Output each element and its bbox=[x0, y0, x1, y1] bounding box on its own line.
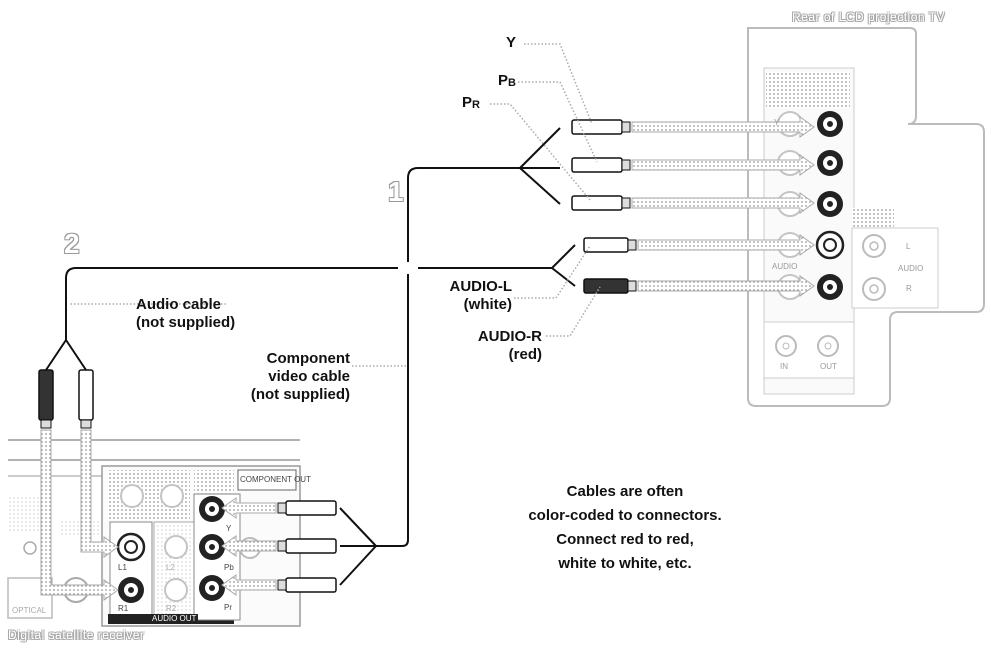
receiver-audio-r1-jack bbox=[118, 577, 144, 603]
tv-audio-l-jack bbox=[815, 230, 845, 260]
receiver-rear-panel bbox=[7, 439, 301, 627]
tv-in-label: IN bbox=[780, 362, 788, 371]
tv-y-jack bbox=[817, 111, 843, 137]
tv-r-label: R bbox=[906, 284, 912, 293]
plug-group-receiver-audio bbox=[38, 369, 94, 429]
component-cable-label: Component video cable (not supplied) bbox=[250, 350, 350, 403]
arrows-to-receiver-component bbox=[221, 497, 277, 596]
receiver-audio-out-label: AUDIO OUT bbox=[150, 614, 199, 623]
audio-cable bbox=[45, 244, 576, 371]
receiver-l1-label: L1 bbox=[118, 563, 127, 572]
receiver-r1-label: R1 bbox=[118, 604, 129, 613]
tv-rear-panel bbox=[747, 27, 985, 407]
receiver-pr-jack bbox=[199, 575, 225, 601]
arrows-to-tv bbox=[631, 116, 815, 297]
receiver-audio-l1-jack bbox=[116, 532, 146, 562]
receiver-caption: Digital satellite receiver bbox=[8, 628, 145, 642]
tv-l-label: L bbox=[906, 242, 911, 251]
receiver-pb-jack bbox=[199, 534, 225, 560]
note-line: Cables are often bbox=[566, 483, 684, 500]
receiver-pb-label: Pb bbox=[224, 563, 234, 572]
step-2-marker: 2 bbox=[64, 228, 80, 259]
receiver-y-jack bbox=[199, 496, 225, 522]
leader-lines bbox=[70, 43, 601, 367]
tv-out-jack bbox=[817, 335, 839, 357]
receiver-r2-label: R2 bbox=[166, 604, 177, 613]
tv-pb-jack bbox=[817, 150, 843, 176]
receiver-y-label: Y bbox=[226, 524, 232, 533]
tv-audio-l-jack-right bbox=[862, 234, 886, 258]
tv-in-jack bbox=[775, 335, 797, 357]
audio-l-label: AUDIO-L (white) bbox=[449, 278, 513, 313]
tv-audio-r-jack bbox=[817, 274, 843, 300]
plug-y-label: Y bbox=[506, 34, 517, 51]
tv-audio-label-right: AUDIO bbox=[898, 264, 924, 273]
cable-crossing-gap bbox=[398, 262, 418, 274]
note-line: white to white, etc. bbox=[558, 555, 692, 572]
audio-r-label: AUDIO-R (red) bbox=[477, 328, 542, 363]
tv-audio-r-jack-right bbox=[862, 277, 886, 301]
tv-out-label: OUT bbox=[820, 362, 837, 371]
tv-pr-jack bbox=[817, 191, 843, 217]
plug-pr-label: PR bbox=[462, 94, 480, 111]
note-line: color-coded to connectors. bbox=[528, 507, 722, 524]
color-coding-note: Cables are often color-coded to connecto… bbox=[470, 480, 780, 576]
receiver-l2-label: L2 bbox=[166, 563, 175, 572]
plug-pb-label: PB bbox=[498, 72, 516, 89]
note-line: Connect red to red, bbox=[556, 531, 694, 548]
receiver-component-out-label: COMPONENT OUT bbox=[240, 475, 311, 484]
tv-caption: Rear of LCD projection TV bbox=[792, 10, 946, 24]
receiver-optical-label: OPTICAL bbox=[12, 606, 47, 615]
plug-group-receiver-component bbox=[277, 500, 337, 593]
audio-cable-label: Audio cable (not supplied) bbox=[136, 296, 236, 331]
tv-audio-label: AUDIO bbox=[772, 262, 798, 271]
step-1-marker: 1 bbox=[388, 176, 404, 207]
component-video-cable bbox=[339, 127, 561, 586]
receiver-pr-label: Pr bbox=[224, 603, 232, 612]
audio-arrows-to-receiver bbox=[40, 429, 119, 601]
plug-group-tv bbox=[571, 119, 637, 294]
tv-y-label: Y bbox=[774, 118, 780, 127]
